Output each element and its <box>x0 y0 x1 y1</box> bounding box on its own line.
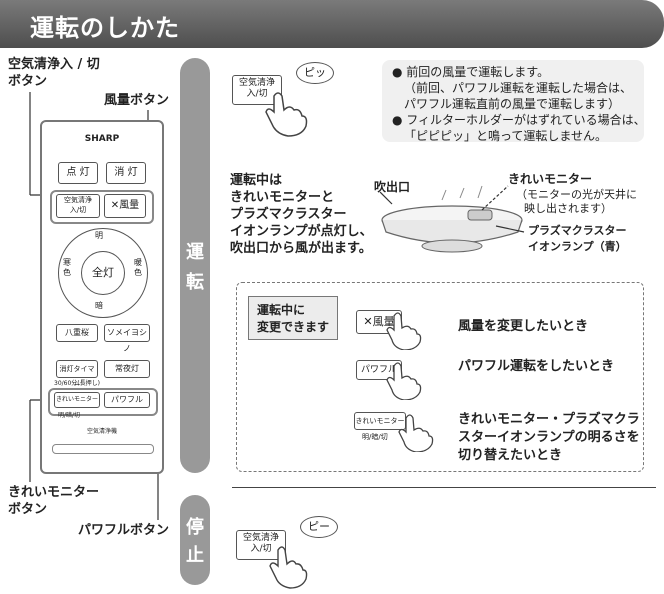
changeable-box <box>236 282 644 472</box>
off-timer-button[interactable]: 消灯タイマー <box>56 360 98 389</box>
full-light-button[interactable]: 全灯 <box>81 251 125 295</box>
hand-icon <box>386 362 422 400</box>
run-sound-bubble: ピッ <box>296 62 334 84</box>
run-char-2: 転 <box>186 272 204 293</box>
someiyoshino-button[interactable]: ソメイヨシノ <box>104 324 150 353</box>
note-line-3: パワフル運転直前の風量で運転します） <box>404 97 621 111</box>
fan-button[interactable]: ✕風量 <box>104 194 146 218</box>
monitor-note-2: 映し出されます） <box>524 202 612 215</box>
yae-button[interactable]: 八重桜 <box>56 324 98 342</box>
device-illustration <box>379 185 525 253</box>
hand-icon <box>265 92 308 137</box>
changeable-title-1: 運転中に <box>257 303 306 317</box>
change-powerful-button[interactable]: パワフル <box>356 360 402 380</box>
fan-button-label: 風量ボタン <box>104 93 170 108</box>
page-header: 運転のしかた <box>0 0 664 48</box>
change-powerful-desc: パワフル運転をしたいとき <box>458 359 615 374</box>
plasma-label-1: プラズマクラスター <box>528 224 627 237</box>
hand-icon <box>269 546 308 589</box>
powerful-button[interactable]: パワフル <box>104 392 150 408</box>
stop-char-1: 停 <box>186 517 204 538</box>
change-monitor-desc-2: スターイオンランプの明るさを <box>458 430 640 445</box>
running-text-1: 運転中は <box>230 173 283 188</box>
change-monitor-desc-1: きれいモニター・プラズマクラ <box>458 412 640 427</box>
note-line-4: ● フィルターホルダーがはずれている場合は、 <box>392 113 646 127</box>
monitor-light-label: きれいモニター <box>508 172 593 186</box>
changeable-title-box: 運転中に 変更できます <box>248 296 338 340</box>
change-fan-button[interactable]: ✕風量 <box>356 310 402 334</box>
brand-logo: SHARP <box>84 134 120 144</box>
highlight-frame <box>50 190 154 224</box>
dpad[interactable] <box>58 228 148 318</box>
air-power-button[interactable]: 空気清浄 入/切 <box>56 194 100 218</box>
change-monitor-desc-3: 切り替えたいとき <box>458 448 563 463</box>
stop-sound-bubble: ピー <box>300 516 338 538</box>
dark-label: 暗 <box>95 301 103 310</box>
hand-icon <box>386 312 422 350</box>
fan-button-text: 風量 <box>119 200 140 211</box>
monitor-sub-label: 明/暗/切 <box>58 412 81 419</box>
remote-slot <box>52 444 154 454</box>
timer-sub-label: 30/60分(長押し) <box>54 380 100 387</box>
run-note-box <box>382 60 644 142</box>
change-monitor-button[interactable]: きれいモニター <box>354 412 406 430</box>
page-title: 運転のしかた <box>30 14 180 42</box>
change-monitor-sub: 明/暗/切 <box>362 433 388 441</box>
highlight-frame-2 <box>48 388 158 416</box>
stop-sidebar: 停 止 <box>180 495 210 585</box>
bright-label: 明 <box>95 231 103 240</box>
change-fan-desc: 風量を変更したいとき <box>458 319 589 334</box>
changeable-title-2: 変更できます <box>257 320 330 334</box>
monitor-button[interactable]: きれいモニター <box>54 392 100 408</box>
section-divider <box>232 487 656 488</box>
power-button-label: 空気清浄入 / 切 ボタン <box>8 57 100 89</box>
run-power-button[interactable]: 空気清浄 入/切 <box>232 75 282 105</box>
remote-control: SHARP 点 灯 消 灯 空気清浄 入/切 ✕風量 全灯 明 暗 寒 色 暖 … <box>40 120 164 474</box>
remote-footer: 空気清浄機 <box>86 428 117 435</box>
night-light-button[interactable]: 常夜灯 <box>104 360 150 378</box>
note-line-5: 「ピピピッ」と鳴って運転しません。 <box>404 129 608 143</box>
stop-char-2: 止 <box>186 545 204 566</box>
powerful-button-label: パワフルボタン <box>78 523 170 538</box>
light-off-button[interactable]: 消 灯 <box>106 162 146 184</box>
plasma-label-2: イオンランプ（青） <box>528 240 627 253</box>
running-text-3: プラズマクラスター <box>230 207 347 222</box>
change-fan-button-text: 風量 <box>372 315 395 328</box>
running-text-2: きれいモニターと <box>230 190 335 205</box>
running-text-5: 吹出口から風が出ます。 <box>230 241 372 256</box>
outlet-label: 吹出口 <box>374 180 411 194</box>
warm-label: 暖 色 <box>134 258 142 277</box>
running-text-4: イオンランプが点灯し、 <box>230 224 373 239</box>
monitor-note-1: （モニターの光が天井に <box>516 188 637 201</box>
cold-label: 寒 色 <box>63 258 71 277</box>
note-line-1: ● 前回の風量で運転します。 <box>392 65 550 79</box>
run-char-1: 運 <box>186 242 204 263</box>
run-sidebar: 運 転 <box>180 58 210 473</box>
note-line-2: （前回、パワフル運転を運転した場合は、 <box>404 81 633 95</box>
monitor-button-label: きれいモニター ボタン <box>8 485 100 517</box>
light-on-button[interactable]: 点 灯 <box>58 162 98 184</box>
hand-icon <box>398 414 434 452</box>
